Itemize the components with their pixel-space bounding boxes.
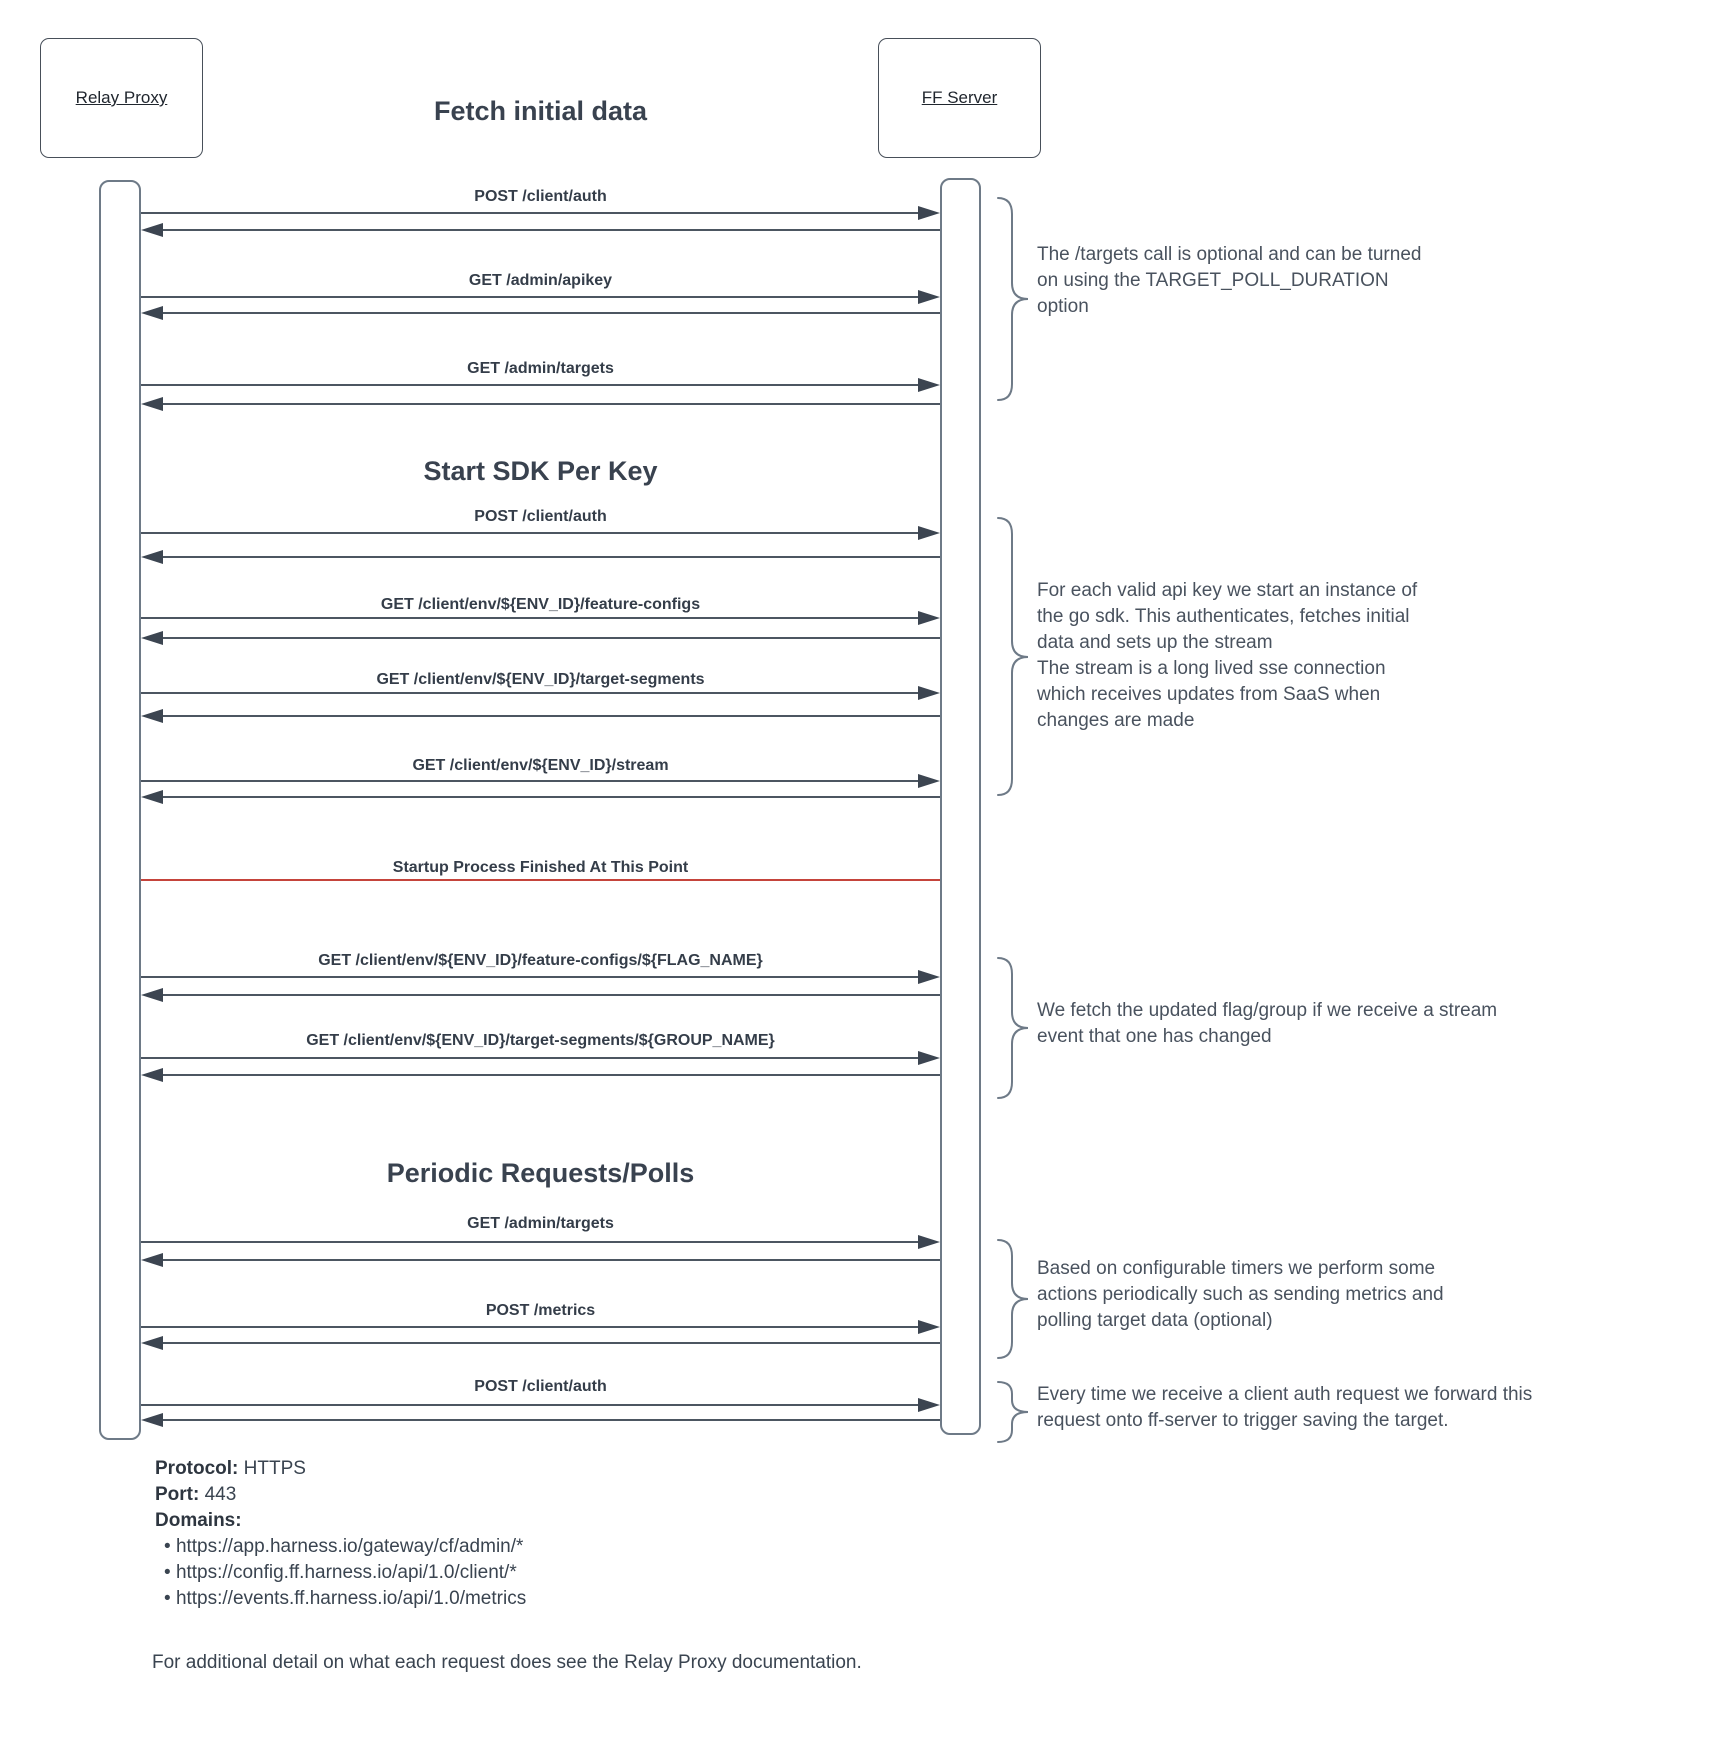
response-arrow [141, 1336, 940, 1350]
port-label: Port: [155, 1484, 200, 1505]
brace-5 [997, 1381, 1029, 1443]
response-arrow [141, 1068, 940, 1082]
actor-label-relay-proxy: Relay Proxy [75, 88, 168, 107]
request-arrow [141, 970, 940, 984]
protocol-value: HTTPS [243, 1458, 306, 1479]
brace-3 [997, 957, 1029, 1099]
brace-4 [997, 1239, 1029, 1359]
annotation-periodic-timers: Based on configurable timers we perform … [1037, 1258, 1444, 1331]
request-arrow [141, 774, 940, 788]
message-label: GET /client/env/${ENV_ID}/stream [412, 757, 669, 774]
port-line: Port: 443 [155, 1482, 526, 1508]
response-arrow [141, 550, 940, 564]
request-arrow [141, 1398, 940, 1412]
actor-box-relay-proxy: Relay Proxy [40, 38, 203, 158]
response-arrow [141, 1413, 940, 1427]
message-label: GET /admin/apikey [468, 272, 613, 289]
separator-red-line [141, 879, 940, 881]
request-arrow [141, 1051, 940, 1065]
protocol-label: Protocol: [155, 1458, 239, 1479]
annotation-braces [997, 197, 1029, 1443]
annotation-targets-optional: The /targets call is optional and can be… [1037, 244, 1422, 317]
message-label: POST /client/auth [474, 508, 607, 525]
response-arrow [141, 306, 940, 320]
domain-item: https://app.harness.io/gateway/cf/admin/… [155, 1534, 526, 1560]
port-value: 443 [204, 1484, 237, 1505]
diagram-title: Fetch initial data [433, 96, 648, 126]
message-label: GET /admin/targets [467, 1215, 614, 1232]
response-arrow [141, 988, 940, 1002]
annotation-sdk-per-key: For each valid api key we start an insta… [1037, 580, 1418, 731]
domain-item: https://config.ff.harness.io/api/1.0/cli… [155, 1560, 526, 1586]
response-arrow [141, 397, 940, 411]
message-label: GET /client/env/${ENV_ID}/feature-config… [380, 596, 701, 613]
brace-1 [997, 197, 1029, 401]
message-label: POST /client/auth [474, 1378, 607, 1395]
request-arrow [141, 526, 940, 540]
message-label: GET /client/env/${ENV_ID}/feature-config… [318, 952, 763, 969]
message-label: POST /metrics [485, 1302, 596, 1319]
response-arrow [141, 223, 940, 237]
request-arrow [141, 686, 940, 700]
message-label: GET /client/env/${ENV_ID}/target-segment… [306, 1032, 775, 1049]
lifeline-bar-relay-proxy [99, 180, 141, 1440]
connection-info: Protocol: HTTPS Port: 443 Domains: https… [155, 1456, 526, 1612]
request-arrow [141, 1320, 940, 1334]
response-arrow [141, 709, 940, 723]
annotation-client-auth: Every time we receive a client auth requ… [1037, 1384, 1533, 1431]
documentation-note: For additional detail on what each reque… [152, 1652, 862, 1673]
response-arrow [141, 790, 940, 804]
domains-label: Domains: [155, 1510, 242, 1531]
message-label: POST /client/auth [474, 188, 607, 205]
actor-box-ff-server: FF Server [878, 38, 1041, 158]
section-title-start-sdk: Start SDK Per Key [423, 456, 658, 486]
message-label: GET /client/env/${ENV_ID}/target-segment… [376, 671, 705, 688]
request-arrow [141, 611, 940, 625]
request-arrow [141, 1235, 940, 1249]
request-arrow [141, 206, 940, 220]
request-arrow [141, 290, 940, 304]
response-arrow [141, 1253, 940, 1267]
actor-label-ff-server: FF Server [921, 88, 998, 107]
request-arrow [141, 378, 940, 392]
domain-item: https://events.ff.harness.io/api/1.0/met… [155, 1586, 526, 1612]
lifeline-bar-ff-server [940, 178, 981, 1435]
brace-2 [997, 517, 1029, 796]
annotation-stream-event: We fetch the updated flag/group if we re… [1037, 1000, 1498, 1047]
response-arrow [141, 631, 940, 645]
section-title-periodic: Periodic Requests/Polls [386, 1158, 695, 1188]
message-label: GET /admin/targets [467, 360, 614, 377]
protocol-line: Protocol: HTTPS [155, 1456, 526, 1482]
separator-label: Startup Process Finished At This Point [392, 859, 689, 876]
